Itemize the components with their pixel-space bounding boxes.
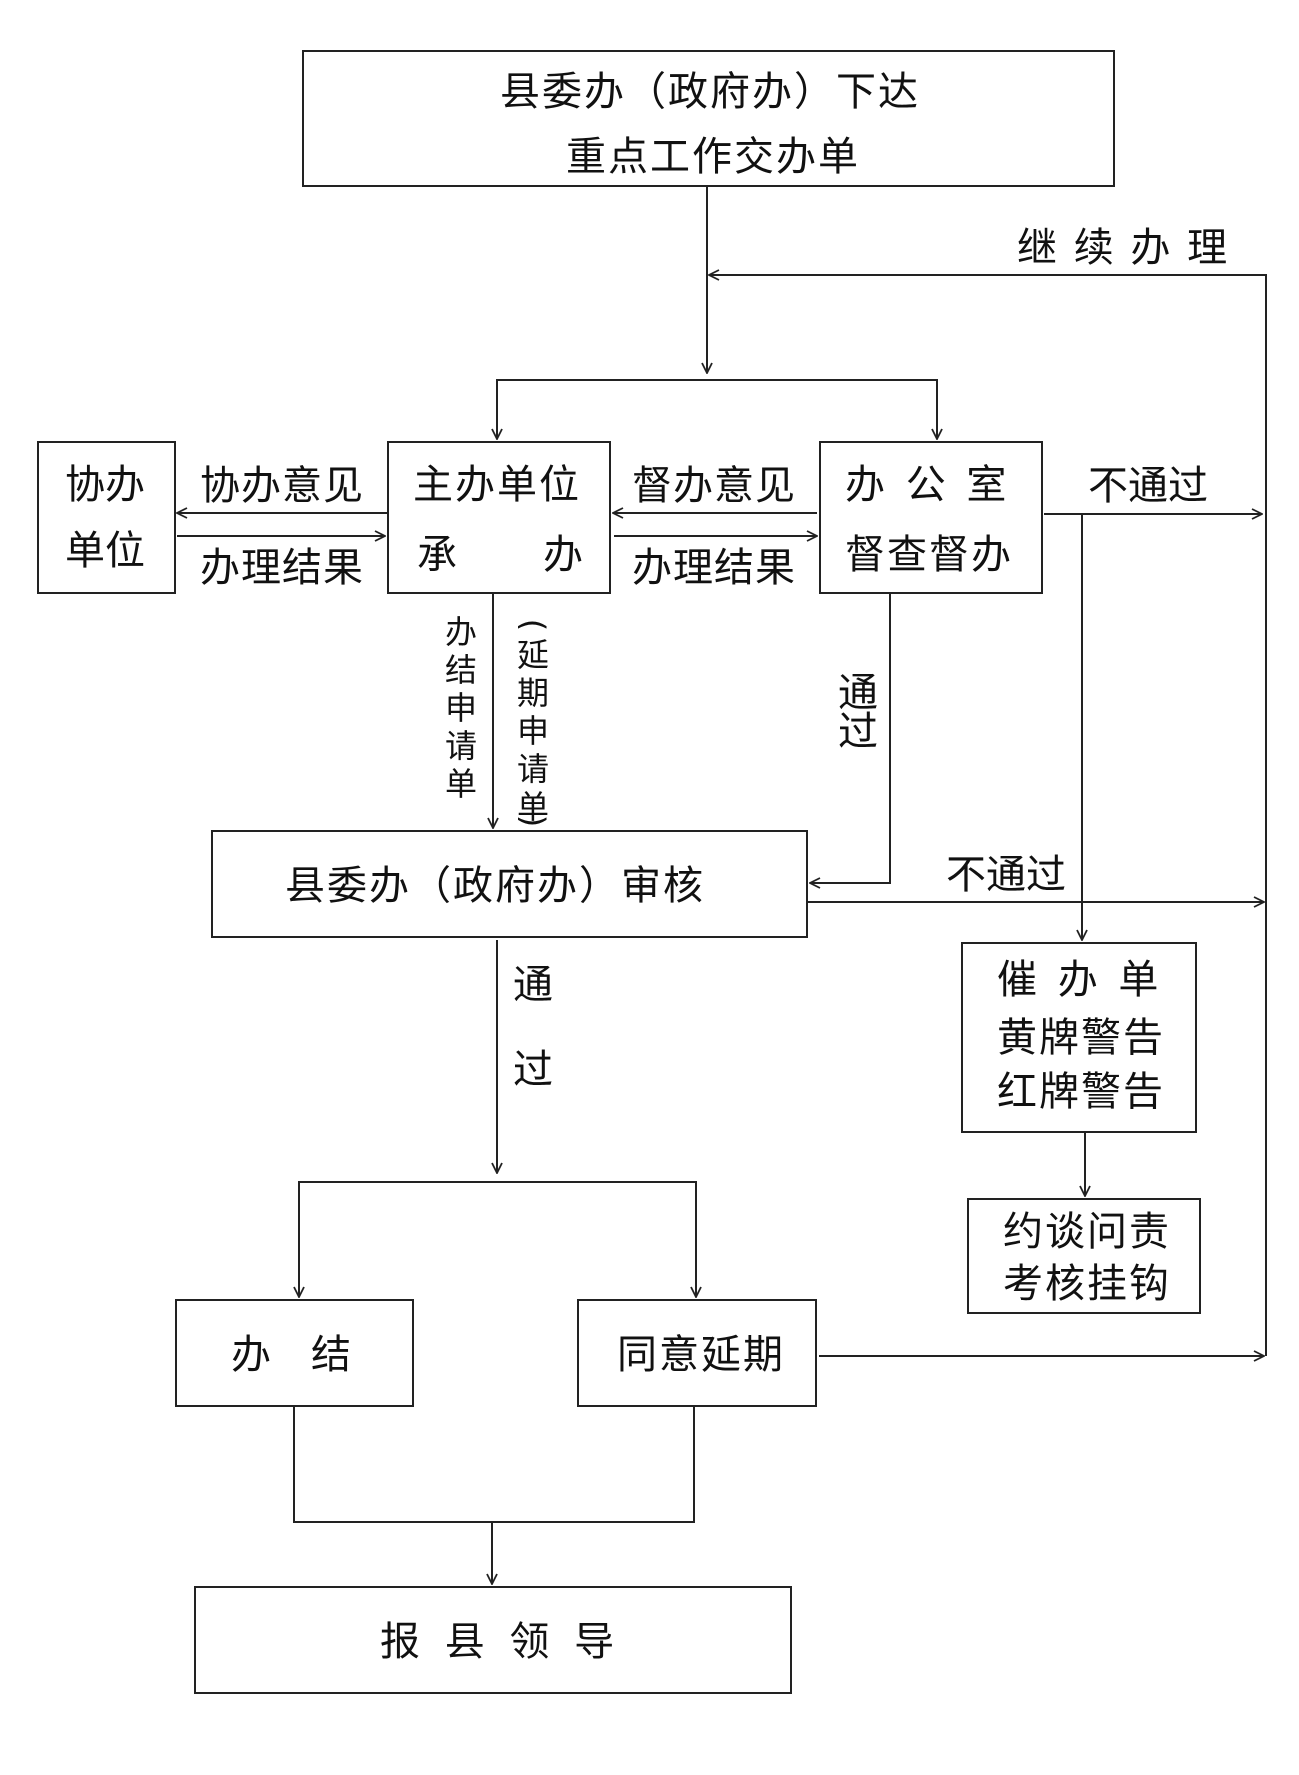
node-review: 县委办（政府办）审核 xyxy=(211,830,808,938)
label-pass-1-char1: 通 xyxy=(838,670,878,716)
node-office-line1: 办 公 室 xyxy=(845,462,1011,508)
label-continue: 继 续 办 理 xyxy=(1017,225,1230,271)
node-urge: 催 办 单 黄牌警告 红牌警告 xyxy=(961,942,1197,1133)
label-pass-2-char1: 通 xyxy=(513,962,553,1008)
node-top-notice-line2: 重点工作交办单 xyxy=(566,134,860,180)
node-co-unit-line1: 协办 xyxy=(65,462,145,508)
node-co-unit-line2: 单位 xyxy=(65,528,145,574)
label-co-result: 办理结果 xyxy=(200,545,364,591)
label-delay-request: 延期申请单 xyxy=(516,636,549,826)
label-supervise-result: 办理结果 xyxy=(632,545,796,591)
label-delay-close: ) xyxy=(514,802,552,840)
node-extend-label: 同意延期 xyxy=(617,1332,785,1378)
node-main-unit-line2a: 承 xyxy=(417,532,457,578)
label-pass-2-char2: 过 xyxy=(513,1047,553,1093)
node-interview: 约谈问责 考核挂钩 xyxy=(967,1198,1201,1314)
node-main-unit-line2b: 办 xyxy=(543,532,583,578)
label-supervise-opinion: 督办意见 xyxy=(632,463,796,509)
label-fail-1: 不通过 xyxy=(1088,463,1208,509)
node-done-label: 办 结 xyxy=(231,1332,351,1378)
node-top-notice: 县委办（政府办）下达 重点工作交办单 xyxy=(302,50,1115,187)
node-review-label: 县委办（政府办）审核 xyxy=(285,863,705,909)
node-extend: 同意延期 xyxy=(577,1299,817,1407)
edge-split-extend xyxy=(298,1181,696,1297)
node-urge-line2: 黄牌警告 xyxy=(997,1015,1165,1061)
label-co-opinion: 协办意见 xyxy=(200,463,364,509)
node-main-unit: 主办单位 承 办 xyxy=(387,441,611,594)
edge-merge xyxy=(293,1407,695,1523)
edge-loop-back xyxy=(709,275,1267,1356)
label-delay-close-paren: ) xyxy=(514,814,552,828)
node-report: 报 县 领 导 xyxy=(194,1586,792,1694)
node-interview-line1: 约谈问责 xyxy=(1003,1209,1171,1255)
label-fail-2: 不通过 xyxy=(946,852,1066,898)
node-office-line2: 督查督办 xyxy=(845,532,1013,578)
node-top-notice-line1: 县委办（政府办）下达 xyxy=(500,69,920,115)
edge-split xyxy=(496,379,937,439)
edge-office-pass xyxy=(810,594,891,883)
label-pass-1-char2: 过 xyxy=(838,709,878,755)
node-interview-line2: 考核挂钩 xyxy=(1003,1261,1171,1307)
node-main-unit-line1: 主办单位 xyxy=(413,462,581,508)
node-report-label: 报 县 领 导 xyxy=(380,1619,621,1665)
node-urge-line1: 催 办 单 xyxy=(997,957,1163,1003)
node-done: 办 结 xyxy=(175,1299,414,1407)
label-finish-request: 办结申请单 xyxy=(444,613,477,803)
node-office: 办 公 室 督查督办 xyxy=(819,441,1043,594)
node-urge-line3: 红牌警告 xyxy=(997,1069,1165,1115)
node-co-unit: 协办 单位 xyxy=(37,441,176,594)
